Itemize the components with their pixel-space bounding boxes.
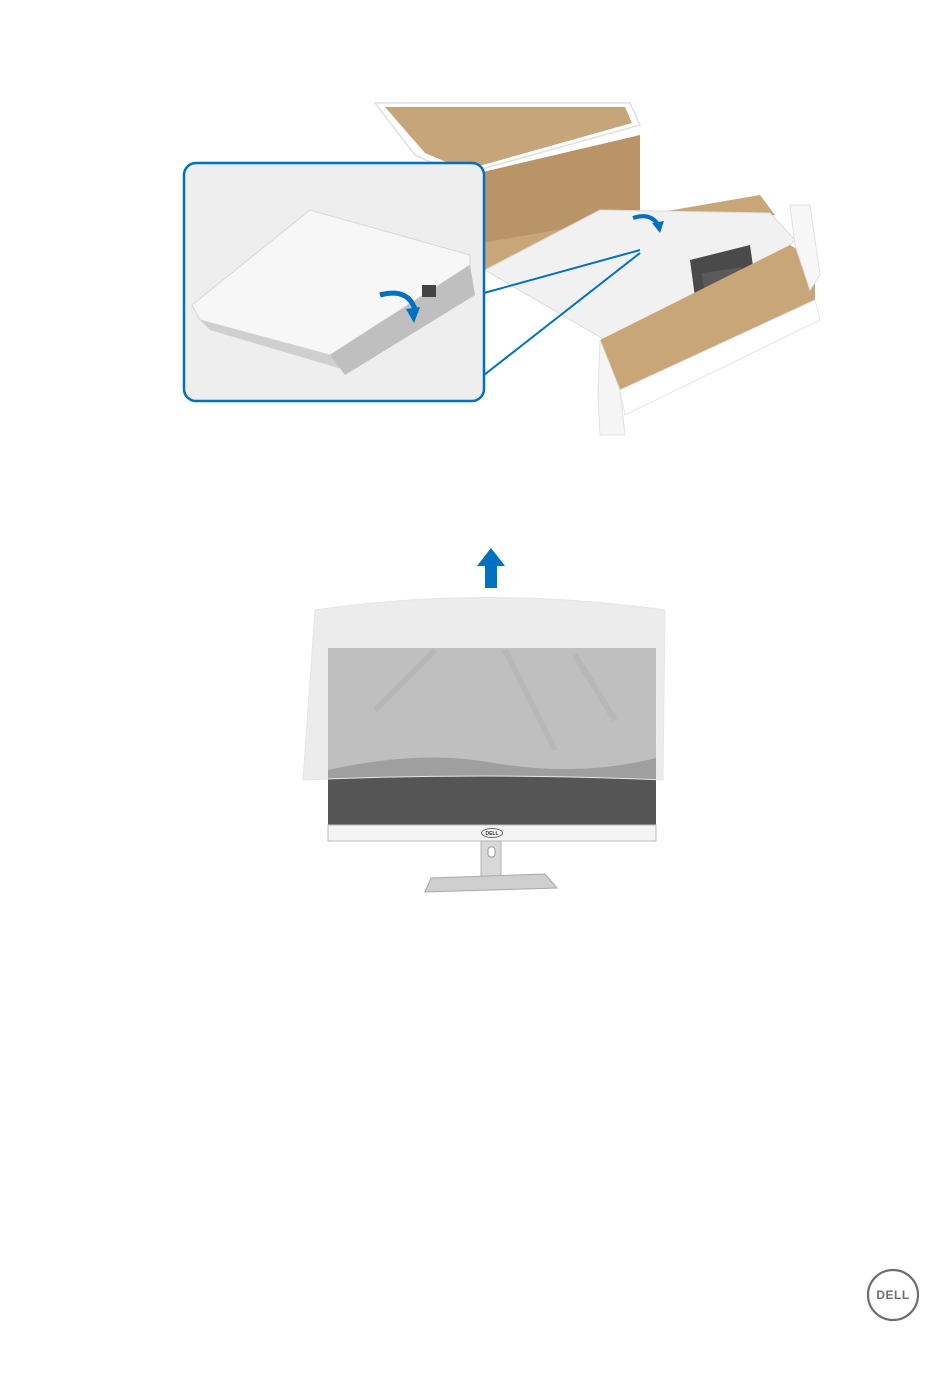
box-drawing [170, 95, 830, 440]
dell-logo: DELL [866, 1268, 920, 1322]
callout-screw-hole [422, 285, 436, 297]
bezel-logo: DELL [481, 828, 503, 838]
unpacking-box-illustration [170, 95, 830, 440]
foam-cover [303, 598, 665, 781]
lift-monitor-illustration: DELL [295, 540, 680, 900]
stand-neck [481, 841, 501, 877]
stand-base [425, 874, 557, 892]
cable-clip [488, 847, 495, 857]
monitor-drawing [295, 540, 680, 900]
arrow-up-icon [477, 548, 505, 588]
dell-logo-text: DELL [866, 1268, 920, 1322]
